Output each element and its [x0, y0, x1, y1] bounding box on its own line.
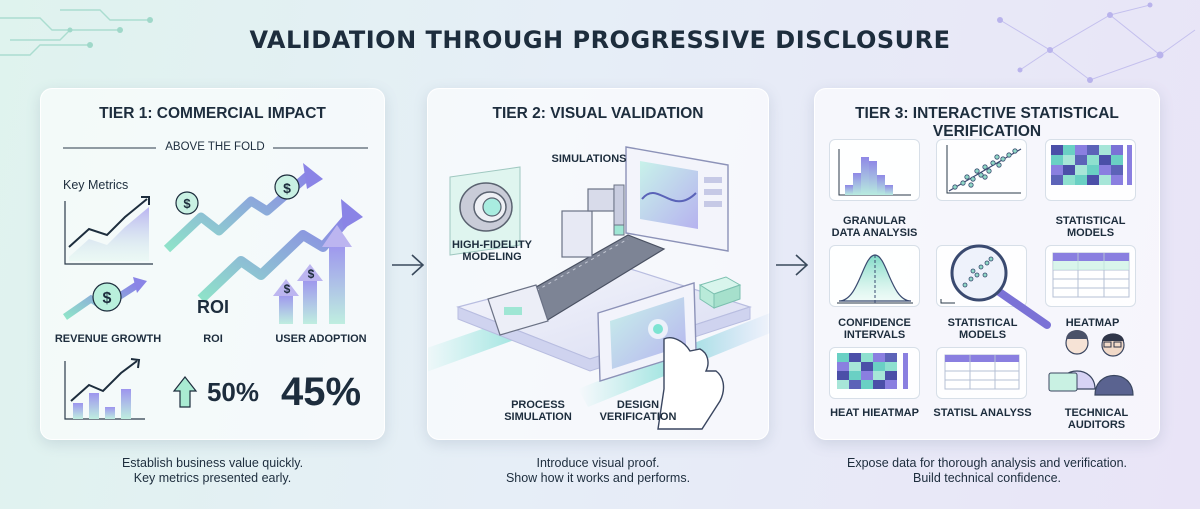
granular-label-1: GRANULAR: [843, 215, 906, 227]
user-adoption-arrows: $ $: [273, 225, 352, 324]
tier-2-title: TIER 2: VISUAL VALIDATION: [492, 105, 704, 122]
stat-45-percent: 45%: [280, 370, 362, 414]
scatter-chart: [946, 145, 1022, 194]
high-fidelity-label-1: HIGH-FIDELITY: [451, 239, 533, 251]
heatmap-chart-2: [837, 353, 908, 389]
bell-curve-chart: [837, 254, 913, 304]
design-verification-label-1: DESIGN: [616, 399, 660, 411]
key-metrics-label: Key Metrics: [63, 178, 129, 192]
technical-auditors-label-1: TECHNICAL: [1064, 407, 1129, 419]
heatmap-chart-1: [1051, 145, 1132, 185]
auditors-illustration: [1048, 330, 1134, 396]
tier-3-caption-line-2: Build technical confidence.: [912, 471, 1061, 485]
tier-3-graphics: [837, 145, 1134, 396]
tier-2-graphics: [428, 146, 770, 430]
confidence-label-1: CONFIDENCE: [838, 317, 911, 329]
data-table-1: [1052, 252, 1130, 298]
circuit-decoration: [0, 9, 153, 56]
statisl-analyss-label: STATISL ANALYSS: [933, 407, 1032, 419]
tier-2-caption-line-2: Show how it works and performs.: [505, 471, 691, 485]
svg-text:$: $: [283, 180, 291, 196]
tier-3-caption: Expose data for thorough analysis and ve…: [800, 456, 1174, 486]
tier-2-panel: TIER 2: VISUAL VALIDATION: [427, 88, 770, 440]
tier-3-panel: TIER 3: INTERACTIVE STATISTICAL VERIFICA…: [814, 88, 1160, 440]
statistical-models-label-2b: MODELS: [958, 329, 1007, 341]
flow-arrow-2: [776, 254, 809, 276]
tier-2-caption-line-1: Introduce visual proof.: [536, 456, 660, 470]
user-adoption-label: USER ADOPTION: [275, 333, 367, 345]
svg-text:$: $: [183, 196, 191, 211]
confidence-label-2: INTERVALS: [843, 329, 906, 341]
statistical-models-label-2a: STATISTICAL: [947, 317, 1018, 329]
process-simulation-label-2: SIMULATION: [504, 411, 572, 423]
revenue-growth-icon: $: [63, 277, 147, 320]
tier-1-caption: Establish business value quickly. Key me…: [40, 456, 385, 486]
svg-text:$: $: [308, 267, 315, 281]
revenue-growth-label: REVENUE GROWTH: [54, 333, 162, 345]
model-screen: [449, 166, 521, 256]
bar-trend-chart: [64, 358, 145, 420]
roi-center-label: ROI: [196, 297, 229, 317]
stat-50-percent: 50%: [206, 377, 260, 407]
hand-icon: [657, 337, 725, 430]
fold-label: ABOVE THE FOLD: [165, 141, 265, 153]
heatmap-label: HEATMAP: [1065, 317, 1120, 329]
tier-1-panel: TIER 1: COMMERCIAL IMPACT: [40, 88, 385, 440]
simulations-label: SIMULATIONS: [551, 153, 627, 165]
tier-3-title: TIER 3: INTERACTIVE STATISTICAL VERIFICA…: [855, 105, 1119, 140]
svg-text:$: $: [103, 290, 112, 307]
key-metrics-chart: [64, 196, 153, 265]
statistical-models-label-1b: MODELS: [1066, 227, 1115, 239]
roi-label: ROI: [203, 333, 223, 345]
tier-1-title: TIER 1: COMMERCIAL IMPACT: [99, 105, 326, 122]
high-fidelity-label-2: MODELING: [462, 251, 522, 263]
granular-label-2: DATA ANALYSIS: [831, 227, 918, 239]
heat-hieatmap-label: HEAT HIEATMAP: [830, 407, 919, 419]
design-verification-label-2: VERIFICATION: [599, 411, 677, 423]
page-title: VALIDATION THROUGH PROGRESSIVE DISCLOSUR…: [249, 26, 951, 54]
magnifier-icon: [940, 244, 1051, 329]
histogram-chart: [838, 149, 911, 196]
tile-scatter: [936, 139, 1027, 201]
svg-text:$: $: [284, 282, 291, 296]
data-table-2: [944, 354, 1020, 390]
tier-1-graphics: $ $ $ $ $: [63, 147, 368, 420]
process-simulation-label-1: PROCESS: [511, 399, 565, 411]
tier-1-caption-line-2: Key metrics presented early.: [133, 471, 292, 485]
tier-2-caption: Introduce visual proof. Show how it work…: [427, 456, 769, 486]
technical-auditors-label-2: AUDITORS: [1067, 419, 1126, 431]
tier-3-caption-line-1: Expose data for thorough analysis and ve…: [846, 456, 1128, 470]
tier-1-caption-line-1: Establish business value quickly.: [121, 456, 304, 470]
conveyor-machine: [487, 184, 666, 336]
flow-arrow-1: [392, 254, 425, 276]
statistical-models-label-1a: STATISTICAL: [1055, 215, 1126, 227]
up-arrow-icon: [172, 376, 198, 408]
simulations-monitor: [625, 146, 729, 252]
network-decoration: [997, 2, 1196, 83]
